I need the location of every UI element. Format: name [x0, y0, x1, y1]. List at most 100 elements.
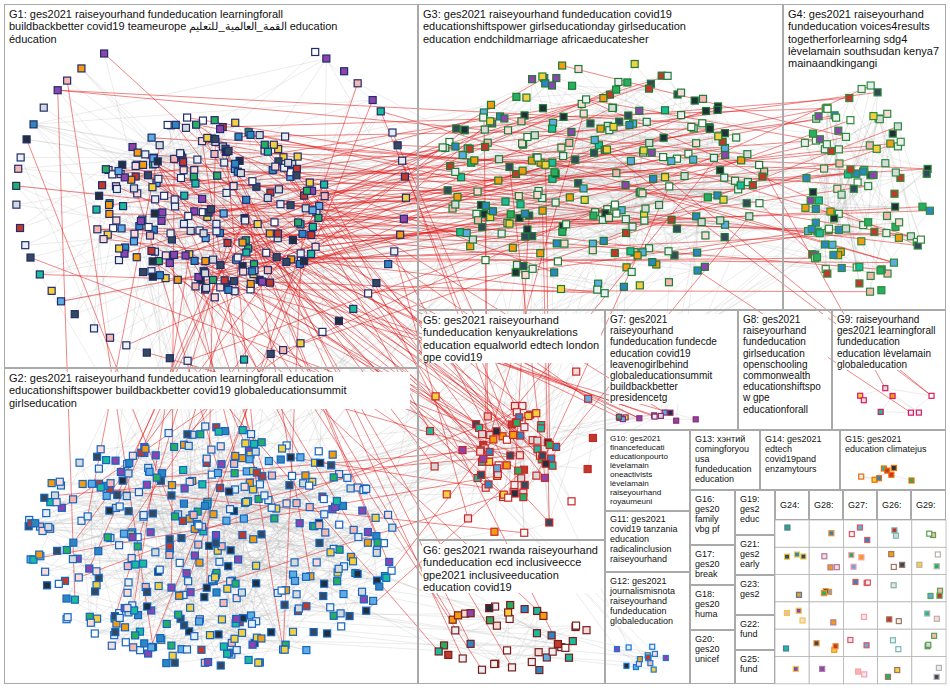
vertex-icon — [272, 163, 279, 170]
vertex-icon — [93, 206, 100, 213]
vertex-icon — [303, 647, 310, 654]
vertex-icon — [293, 172, 300, 179]
tie-line — [40, 417, 654, 557]
vertex-icon — [140, 161, 147, 168]
vertex-icon — [64, 77, 71, 84]
vertex-icon — [399, 157, 406, 164]
tie-line — [850, 120, 895, 172]
tie-line — [827, 86, 870, 274]
group-cell — [912, 520, 946, 547]
vertex-icon — [340, 591, 347, 598]
vertex-icon — [102, 166, 109, 173]
vertex-icon — [230, 278, 237, 285]
vertex-icon — [193, 121, 200, 128]
vertex-icon — [394, 142, 401, 149]
between-group-edges — [16, 53, 931, 669]
vertex-icon — [145, 172, 152, 179]
vertex-icon — [243, 196, 250, 203]
vertex-icon — [30, 121, 37, 128]
vertex-icon — [258, 531, 265, 538]
vertex-icon — [220, 210, 227, 217]
vertex-icon — [166, 355, 173, 362]
tie-line — [617, 649, 640, 659]
group-cell — [843, 520, 877, 547]
vertex-icon — [319, 328, 326, 335]
tie-line — [200, 434, 289, 485]
vertex-icon — [149, 510, 156, 517]
tie-line — [108, 537, 655, 654]
vertex-icon — [232, 119, 239, 126]
vertex-icon — [152, 196, 159, 203]
cross-group-line — [186, 255, 236, 455]
vertex-icon — [177, 150, 184, 157]
vertex-icon — [162, 252, 169, 259]
tie-line — [33, 560, 98, 578]
vertex-icon — [129, 452, 136, 459]
tie-line — [114, 573, 186, 635]
vertex-icon — [249, 268, 256, 275]
cross-group-line — [312, 189, 738, 190]
tie-line — [314, 632, 636, 667]
tie-line — [21, 157, 200, 562]
tie-line — [816, 209, 917, 242]
vertex-icon — [241, 356, 248, 363]
vertex-icon — [327, 604, 334, 611]
vertex-icon — [97, 446, 104, 453]
vertex-icon — [211, 294, 218, 301]
vertex-icon — [225, 148, 232, 155]
vertex-icon — [40, 104, 47, 111]
cross-group-line — [301, 233, 886, 260]
vertex-icon — [254, 221, 261, 228]
vertex-icon — [377, 108, 384, 115]
vertex-icon — [13, 182, 20, 189]
vertex-icon — [301, 258, 308, 265]
vertex-icon — [182, 124, 189, 131]
tie-line — [860, 388, 885, 396]
vertex-icon — [174, 276, 181, 283]
tie-line — [139, 226, 200, 280]
tie-line — [201, 406, 515, 650]
vertex-icon — [187, 227, 194, 234]
tie-line — [537, 449, 571, 501]
vertex-icon — [54, 87, 61, 94]
cross-group-line — [291, 172, 918, 245]
group-cell — [775, 520, 809, 547]
vertex-icon — [303, 187, 310, 194]
tie-line — [128, 473, 448, 654]
vertex-icon — [172, 203, 179, 210]
tie-line — [68, 450, 249, 617]
vertex-icon — [201, 594, 208, 601]
group-cell — [775, 629, 809, 656]
tie-line — [171, 530, 353, 646]
vertex-icon — [203, 284, 210, 291]
vertex-icon — [338, 623, 345, 630]
vertex-icon — [221, 159, 228, 166]
vertex-icon — [106, 201, 113, 208]
vertex-icon — [151, 210, 158, 217]
vertex-icon — [168, 642, 175, 649]
tie-line — [112, 595, 184, 646]
vertex-icon — [370, 597, 377, 604]
vertex-icon — [114, 492, 121, 499]
cross-group-line — [27, 139, 175, 516]
vertex-icon — [315, 214, 322, 221]
vertex-icon — [287, 202, 294, 209]
vertex-icon — [321, 580, 328, 587]
group-cell — [843, 547, 877, 574]
group-cell — [809, 520, 843, 547]
group-cell — [809, 602, 843, 629]
vertex-icon — [118, 225, 125, 232]
cross-group-line — [537, 163, 839, 194]
vertex-icon — [171, 443, 178, 450]
cross-group-line — [58, 90, 703, 123]
vertex-icon — [336, 521, 343, 528]
vertex-icon — [130, 238, 137, 245]
vertex-icon — [120, 203, 127, 210]
tie-line — [45, 511, 109, 572]
vertex-icon — [143, 349, 150, 356]
vertex-icon — [207, 206, 214, 213]
vertex-icon — [280, 347, 287, 354]
vertex-icon — [335, 317, 342, 324]
vertex-icon — [149, 258, 156, 265]
group-cell — [809, 629, 843, 656]
